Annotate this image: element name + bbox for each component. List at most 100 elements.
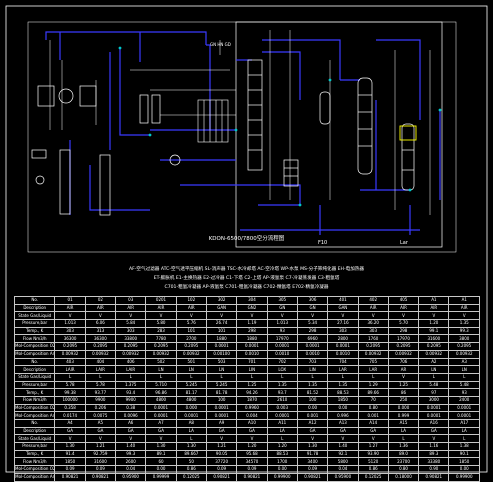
table-cell: 406 bbox=[115, 357, 147, 367]
table-cell: 298 bbox=[387, 326, 420, 336]
table-row-header: Pressure,bar bbox=[13, 319, 56, 328]
table-cell: 89.0 bbox=[387, 449, 420, 459]
table-cell: 0.09 bbox=[296, 465, 329, 474]
table-cell: 1.38 bbox=[448, 442, 480, 451]
table-cell: GAN bbox=[327, 303, 359, 313]
table-cell: 0.90821 bbox=[418, 472, 450, 482]
table-cell: LN bbox=[145, 365, 177, 374]
table-cell: 5.245 bbox=[175, 380, 207, 390]
table-cell: 3400 bbox=[296, 457, 329, 467]
table-cell: LN bbox=[418, 365, 450, 374]
table-cell: GA bbox=[205, 426, 238, 436]
table-cell: 91.4 bbox=[54, 449, 86, 459]
table-cell: 1850 bbox=[54, 457, 86, 467]
table-row-header: Temp., K bbox=[13, 388, 56, 397]
table-cell: 1.21 bbox=[205, 442, 238, 451]
table-cell: AIR bbox=[115, 303, 147, 313]
table-cell: 0.00932 bbox=[387, 349, 420, 359]
table-cell: A7 bbox=[145, 419, 177, 428]
secondary-piping bbox=[49, 30, 431, 215]
table-cell: 0.09 bbox=[205, 465, 238, 474]
table-cell: 2600 bbox=[115, 457, 147, 467]
table-cell: 0.0010 bbox=[266, 349, 298, 359]
table-cell: 0.001 bbox=[357, 411, 389, 420]
table-cell: 0.2095 bbox=[54, 342, 86, 351]
table-cell: V bbox=[145, 434, 177, 444]
table-cell: GA bbox=[418, 426, 450, 436]
table-cell: 0.12025 bbox=[175, 472, 207, 482]
table-cell: L bbox=[418, 372, 450, 382]
table-cell: 100 bbox=[205, 395, 238, 405]
table-cell: LOX bbox=[266, 365, 298, 374]
table-cell: 1.40 bbox=[327, 442, 359, 451]
table-row-header: State Gas/Liquid bbox=[13, 372, 56, 382]
precooler-columns bbox=[31, 149, 111, 216]
table-cell: A8 bbox=[175, 419, 207, 428]
table-row-header: Pressure,bar bbox=[13, 442, 56, 451]
table-cell: 0.2095 bbox=[175, 342, 207, 351]
table-cell: 0.00 bbox=[448, 465, 480, 474]
table-cell: V bbox=[84, 311, 117, 321]
table-cell: L bbox=[145, 372, 177, 382]
table-cell: 303 bbox=[357, 326, 389, 336]
table-cell: 5120 bbox=[357, 457, 389, 467]
table-cell: 0.2095 bbox=[115, 342, 147, 351]
table-cell: 27.16 bbox=[327, 319, 359, 328]
table-cell: L bbox=[175, 434, 207, 444]
table-cell: GA bbox=[84, 426, 117, 436]
table-cell: 5.710 bbox=[145, 380, 177, 390]
table-cell: V bbox=[236, 311, 268, 321]
table-cell: GA bbox=[54, 426, 86, 436]
table-cell: 97 bbox=[418, 388, 450, 397]
table-row-header: State Gas/Liquid bbox=[13, 434, 56, 444]
table-cell: AIR bbox=[357, 303, 389, 313]
table-cell: 250 bbox=[387, 395, 420, 405]
table-cell: LAR bbox=[357, 365, 389, 374]
table-row-header: Description bbox=[13, 365, 56, 374]
table-cell: 70 bbox=[357, 395, 389, 405]
table-cell: V bbox=[357, 311, 389, 321]
table-cell: 1.20 bbox=[266, 442, 298, 451]
table-cell: 2700 bbox=[175, 334, 207, 344]
table-cell: 101 bbox=[205, 326, 238, 336]
table-cell: 0.0001 bbox=[266, 342, 298, 351]
table-cell: V bbox=[448, 311, 480, 321]
table-cell: L bbox=[296, 372, 329, 382]
table-cell: 0.0001 bbox=[175, 411, 207, 420]
table-cell: 0.000 bbox=[175, 403, 207, 413]
table-cell: 302 bbox=[205, 296, 238, 305]
table-cell: 1880 bbox=[205, 334, 238, 344]
table-cell: 92.759 bbox=[84, 449, 117, 459]
table-cell: LAR bbox=[327, 365, 359, 374]
expander bbox=[169, 154, 181, 166]
molecular-sieve-adsorber bbox=[151, 94, 161, 124]
table-cell: 93 bbox=[448, 388, 480, 397]
table-cell: GN bbox=[296, 303, 329, 313]
table-cell: 0.90821 bbox=[84, 472, 117, 482]
table-cell: L bbox=[84, 372, 117, 382]
table-row-header: Flow Nm3/h bbox=[13, 395, 56, 405]
table-cell: 0.18000 bbox=[387, 472, 420, 482]
table-cell: V bbox=[205, 434, 238, 444]
cold-box-frame bbox=[235, 21, 443, 248]
table-cell: AIR bbox=[387, 303, 420, 313]
table-cell: GA bbox=[115, 426, 147, 436]
table-cell: AR bbox=[387, 365, 420, 374]
table-cell: 0.2095 bbox=[145, 342, 177, 351]
table-cell: 0.0096 bbox=[115, 411, 147, 420]
table-cell: L bbox=[205, 372, 238, 382]
table-cell: L bbox=[175, 372, 207, 382]
table-cell: 5.48 bbox=[448, 380, 480, 390]
air-compressor bbox=[58, 88, 74, 104]
table-cell: 96.86 bbox=[145, 388, 177, 397]
table-cell: 36300 bbox=[84, 334, 117, 344]
water-cooling-tower bbox=[99, 154, 111, 216]
